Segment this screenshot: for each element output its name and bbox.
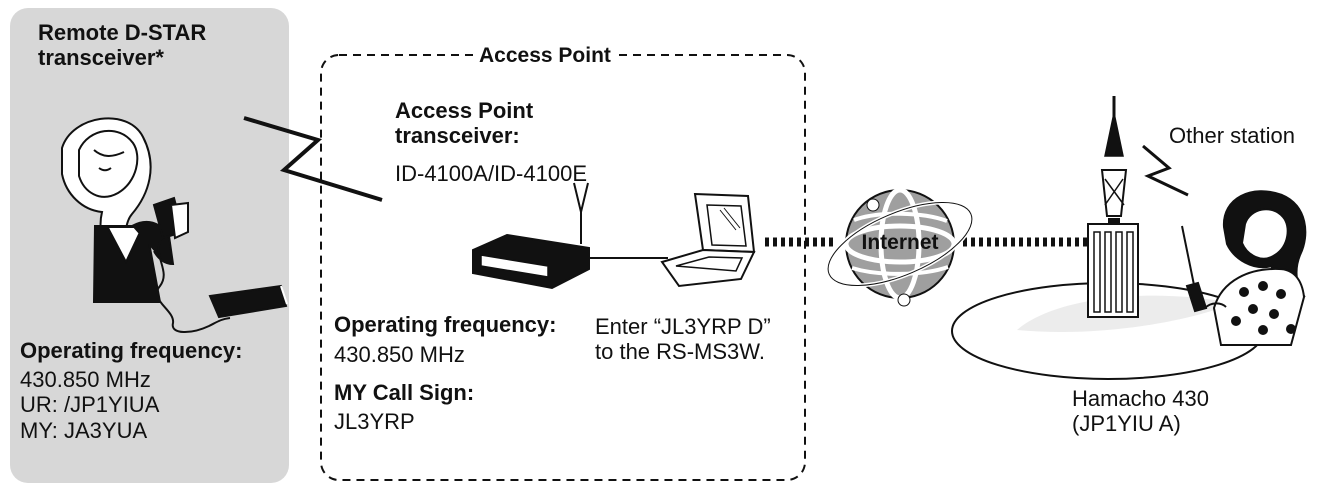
access-point-transceiver-label: Access Point transceiver: [395,98,534,149]
remote-operator-illustration [61,117,288,333]
laptop-icon [660,192,756,288]
access-point-frequency-value: 430.850 MHz [334,342,465,367]
other-station-operator-illustration [1181,190,1307,346]
access-point-callsign-value: JL3YRP [334,409,415,434]
internet-globe-icon [826,187,974,307]
internet-label: Internet [861,231,939,254]
access-point-transceiver-model: ID-4100A/ID-4100E [395,161,587,186]
repeater-name-label: Hamacho 430 (JP1YIU A) [1072,386,1209,437]
remote-transceiver-title: Remote D-STAR transceiver* [38,20,207,71]
radio-link-icon [243,116,383,202]
repeater-radio-icon [1142,144,1189,197]
base-transceiver-icon [472,182,590,290]
remote-operating-details: 430.850 MHz UR: /JP1YIUA MY: JA3YUA [20,367,160,443]
remote-operating-frequency-label: Operating frequency: [20,338,243,363]
repeater-tower-icon [1087,96,1139,318]
other-station-label: Other station [1169,123,1295,148]
rs-ms3w-instruction: Enter “JL3YRP D” to the RS-MS3W. [595,314,771,365]
access-point-callsign-label: MY Call Sign: [334,380,475,405]
access-point-frequency-label: Operating frequency: [334,312,557,337]
access-point-group-title: Access Point [474,44,616,68]
